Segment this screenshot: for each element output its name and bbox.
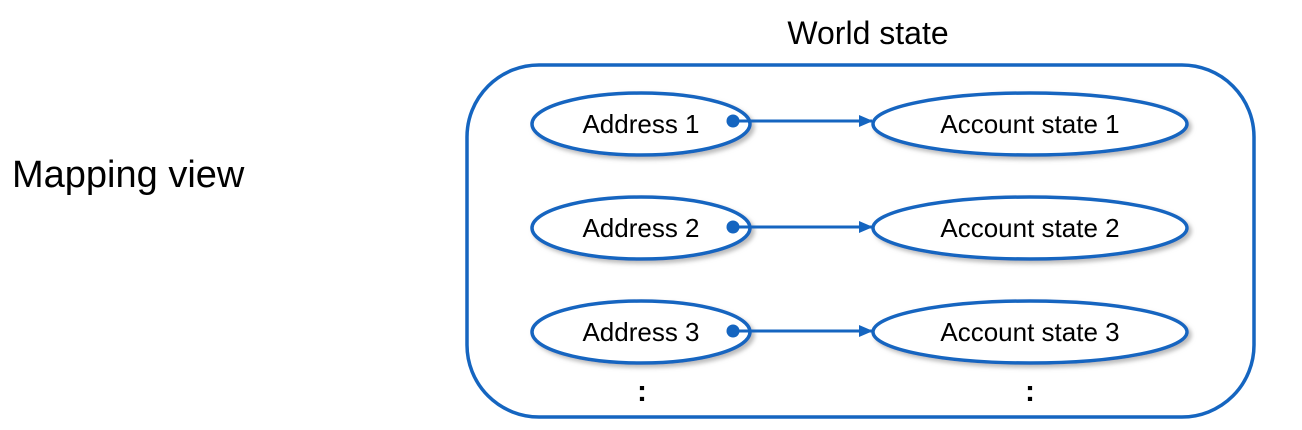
account-node-2 xyxy=(871,195,1189,261)
address-label-3: Address 3 xyxy=(582,317,699,347)
mapping-row-2: Address 2 Account state 2 xyxy=(530,195,1189,261)
account-node-3 xyxy=(871,299,1189,365)
account-label-1: Account state 1 xyxy=(940,109,1119,139)
account-label-3: Account state 3 xyxy=(940,317,1119,347)
address-label-1: Address 1 xyxy=(582,109,699,139)
continuation-mark-right: : xyxy=(1025,375,1035,408)
mapping-view-label: Mapping view xyxy=(12,154,245,196)
address-label-2: Address 2 xyxy=(582,213,699,243)
mapping-row-3: Address 3 Account state 3 xyxy=(530,299,1189,365)
account-node-1 xyxy=(871,91,1189,157)
continuation-mark-left: : xyxy=(637,375,647,408)
mapping-row-1: Address 1 Account state 1 xyxy=(530,91,1189,157)
account-label-2: Account state 2 xyxy=(940,213,1119,243)
world-state-title: World state xyxy=(787,15,948,51)
address-node-1 xyxy=(530,91,752,157)
